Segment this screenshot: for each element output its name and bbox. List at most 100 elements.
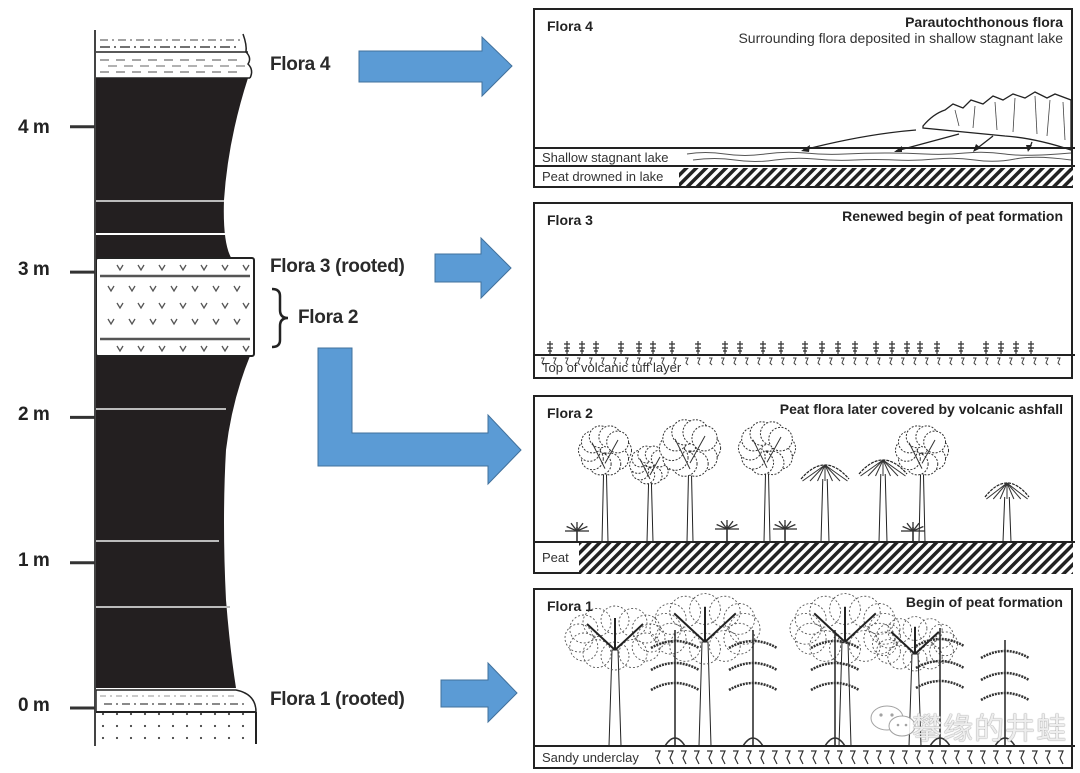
tuff-mark	[925, 357, 929, 366]
tuff-v-mark	[200, 302, 208, 310]
depth-label-3m: 3 m	[18, 259, 50, 280]
peat-forest-scene	[535, 419, 1075, 574]
panel-heading: Parautochthonous flora	[905, 14, 1063, 30]
seedling	[1028, 341, 1034, 355]
depth-label-1m: 1 m	[18, 550, 50, 571]
seedling	[983, 341, 989, 355]
tuff-mark	[553, 357, 557, 366]
tuff-v-mark	[191, 318, 199, 326]
tuff-v-mark	[170, 318, 178, 326]
tree	[789, 593, 901, 747]
seedling	[760, 341, 766, 355]
tuff-mark	[841, 357, 845, 366]
tuff-v-mark	[242, 302, 250, 310]
panel-flora3: Flora 3 Renewed begin of peat formation …	[533, 202, 1075, 379]
tuff-mark	[757, 357, 761, 366]
tuff-mark	[733, 357, 737, 366]
tuff-mark	[709, 357, 713, 366]
tuff-v-mark	[107, 318, 115, 326]
seedling	[852, 341, 858, 355]
seedling	[934, 341, 940, 355]
tuff-mark	[1045, 357, 1049, 366]
tuff-mark	[565, 357, 569, 366]
tree	[658, 419, 722, 543]
coal-seam	[96, 78, 248, 266]
tuff-mark	[625, 357, 629, 366]
tuff-v-mark	[233, 285, 241, 293]
tuff-mark	[985, 357, 989, 366]
underclay-mark	[863, 750, 869, 765]
tuff-mark	[697, 357, 701, 366]
strip-label-peat: Peat	[539, 550, 572, 565]
conifer	[915, 628, 965, 747]
tuff-v-mark	[233, 318, 241, 326]
panel-heading: Begin of peat formation	[905, 594, 1063, 610]
tuff-mark	[1021, 357, 1025, 366]
tuff-mark	[1057, 357, 1061, 366]
underclay-mark	[733, 750, 739, 765]
underclay-mark	[902, 750, 908, 765]
underclay-mark	[967, 750, 973, 765]
tuff-v-mark	[116, 264, 124, 272]
tree	[894, 425, 950, 543]
seedling	[547, 341, 553, 355]
tuff-mark	[997, 357, 1001, 366]
panel-title: Flora 3	[547, 212, 593, 228]
tuff-mark	[961, 357, 965, 366]
underclay-mark	[993, 750, 999, 765]
strip-label-lake: Shallow stagnant lake	[539, 150, 672, 165]
underclay-mark	[915, 750, 921, 765]
tuff-v-mark	[116, 302, 124, 310]
tuff-v-mark	[179, 345, 187, 353]
panel-flora2: Flora 2 Peat flora later covered by volc…	[533, 395, 1075, 574]
fern	[773, 520, 797, 542]
seedling	[802, 341, 808, 355]
tuff-v-mark	[242, 264, 250, 272]
tuff-v-mark	[116, 345, 124, 353]
underclay-mark	[694, 750, 700, 765]
underclay-mark	[707, 750, 713, 765]
tuff-v-mark	[200, 345, 208, 353]
tuff-mark	[1033, 357, 1037, 366]
tuff-mark	[949, 357, 953, 366]
underclay-mark	[681, 750, 687, 765]
underclay-mark	[1006, 750, 1012, 765]
tuff-v-mark	[137, 302, 145, 310]
tuff-mark	[973, 357, 977, 366]
watermark-text: 攀缘的井蛙	[912, 712, 1067, 747]
tuff-mark	[745, 357, 749, 366]
tuff-mark	[541, 357, 545, 366]
underclay-mark	[824, 750, 830, 765]
tree	[737, 421, 797, 543]
tuff-v-mark	[128, 318, 136, 326]
seedling	[636, 341, 642, 355]
underclay-mark	[668, 750, 674, 765]
underclay-mark	[811, 750, 817, 765]
seedling	[873, 341, 879, 355]
flora2-label: Flora 2	[298, 307, 359, 328]
panel-title: Flora 1	[547, 598, 593, 614]
tuff-mark	[577, 357, 581, 366]
underclay-mark	[759, 750, 765, 765]
tuff-mark	[853, 357, 857, 366]
panel-heading: Peat flora later covered by volcanic ash…	[779, 401, 1063, 417]
underclay-mark	[889, 750, 895, 765]
seedling	[669, 341, 675, 355]
underclay-mark	[941, 750, 947, 765]
tuff-v-mark	[128, 285, 136, 293]
tuff-scene	[535, 341, 1075, 366]
tree	[577, 425, 633, 543]
tuff-mark	[865, 357, 869, 366]
conifer	[728, 630, 778, 747]
tuff-mark	[817, 357, 821, 366]
tree	[649, 593, 761, 747]
panel-flora4: Flora 4 Parautochthonous flora Surroundi…	[533, 8, 1075, 188]
panel-heading: Renewed begin of peat formation	[842, 208, 1063, 224]
tuff-mark	[613, 357, 617, 366]
seedling	[917, 341, 923, 355]
tree-fern	[984, 482, 1030, 543]
seedling	[564, 341, 570, 355]
underclay-mark	[720, 750, 726, 765]
underclay-mark	[876, 750, 882, 765]
tuff-mark	[721, 357, 725, 366]
